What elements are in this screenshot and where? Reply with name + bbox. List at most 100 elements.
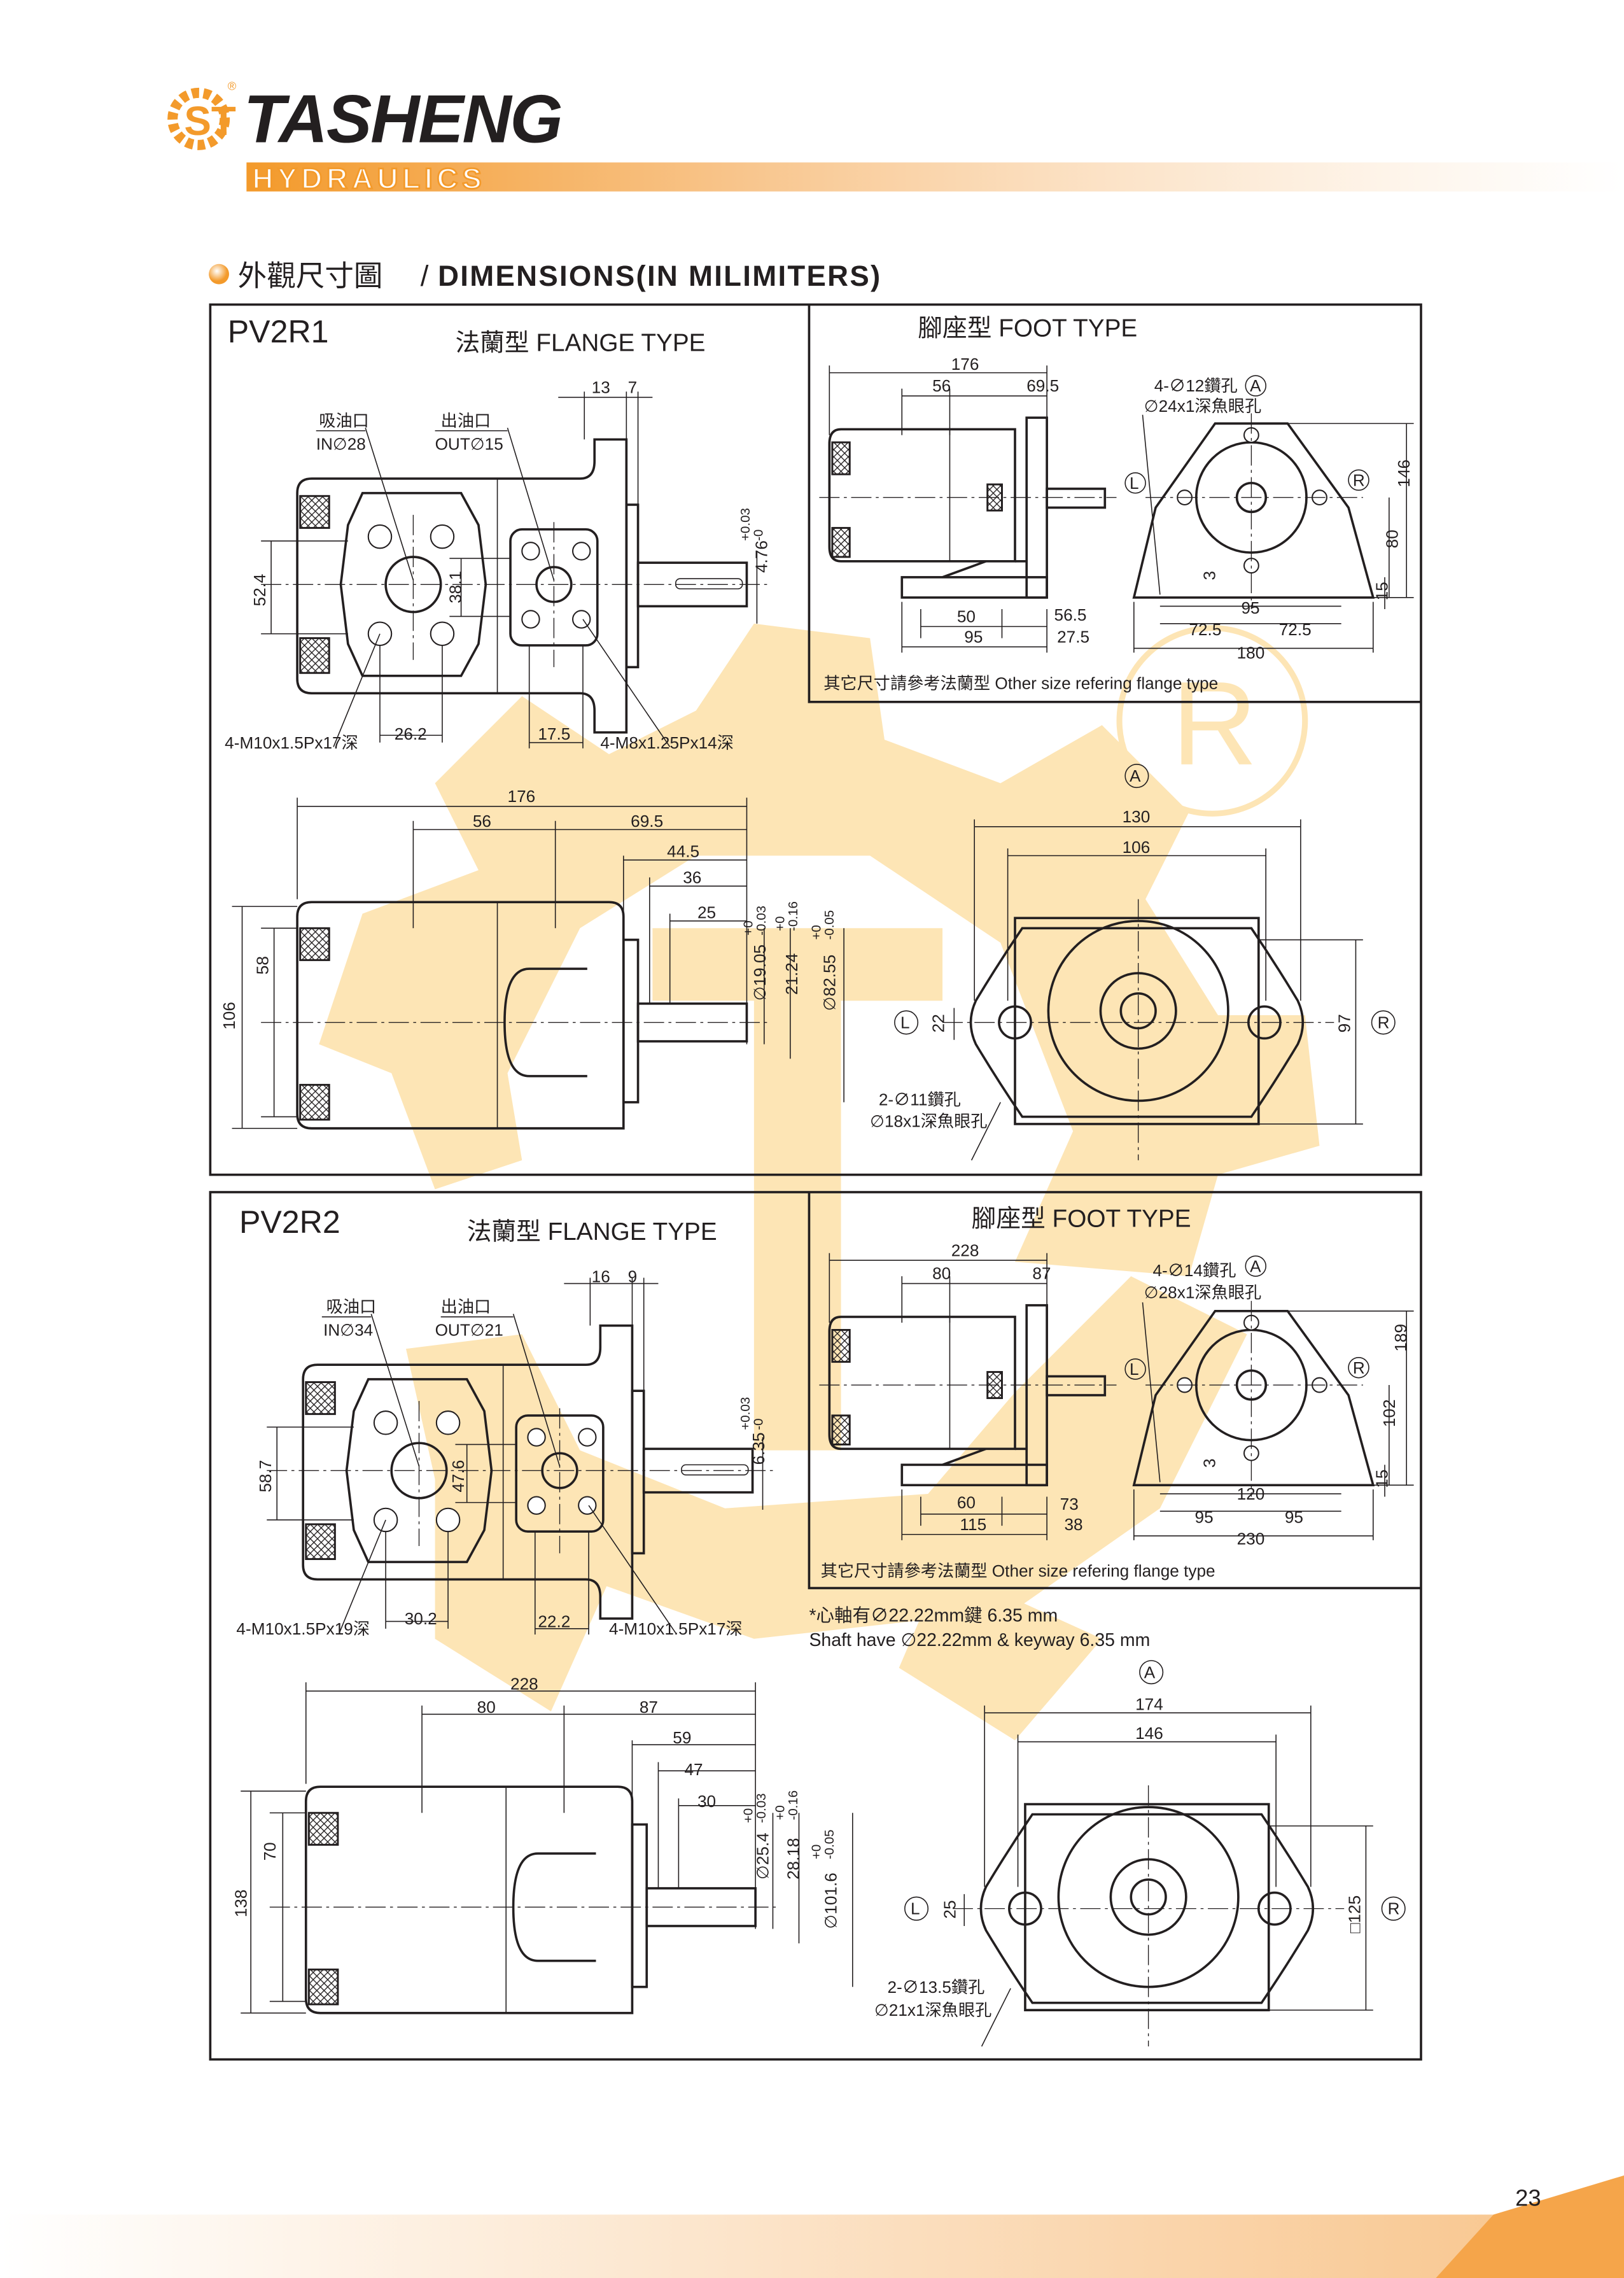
dim-label: 120	[1237, 1484, 1265, 1503]
watermark-logo: R	[319, 623, 1320, 1741]
dim-label: 47	[684, 1760, 703, 1779]
tolerance-upper: +0	[809, 1845, 824, 1859]
dim-label: 56	[473, 812, 491, 831]
flange-side-labels: 228 80 87 59 47 30 70 138 ∅25.4 28.18 ∅1…	[231, 1675, 840, 1929]
dim-label: 80	[477, 1698, 496, 1717]
dim-label: 27.5	[1057, 627, 1089, 646]
dim-label: 95	[964, 627, 983, 646]
footer-accent	[1436, 2175, 1624, 2278]
tolerance-upper: +0	[741, 1808, 756, 1823]
port-a-marker: A	[1130, 766, 1141, 785]
dim-label: 25	[941, 1900, 960, 1918]
section-title-sep: /	[421, 260, 429, 292]
dim-label: 87	[640, 1698, 658, 1717]
dim-label: 36	[683, 868, 701, 887]
foot-type-title: 腳座型 FOOT TYPE	[918, 315, 1137, 342]
spotface-label: ∅21x1深魚眼孔	[874, 2000, 991, 2020]
port-l-marker: L	[911, 1899, 920, 1918]
mount-hole-label: 2-∅11鑽孔	[879, 1090, 961, 1109]
spotface-label: ∅18x1深魚眼孔	[870, 1111, 987, 1130]
dim-label: 180	[1237, 643, 1265, 662]
foot-note: 其它尺寸請參考法蘭型 Other size refering flange ty…	[821, 1561, 1215, 1580]
shaft-note-zh: *心軸有∅22.22mm鍵 6.35 mm	[809, 1605, 1058, 1626]
tolerance-lower: -0.05	[822, 910, 837, 940]
flange-type-title: 法蘭型 FLANGE TYPE	[455, 329, 705, 356]
dim-label: 22.2	[538, 1612, 570, 1631]
tolerance-upper: +0	[809, 925, 824, 939]
foot-labels: 228 80 87 60 73 115 38 189 102 15 3 120 …	[821, 1241, 1411, 1580]
outlet-label-zh: 出油口	[441, 411, 491, 430]
port-r-marker: R	[1388, 1899, 1400, 1918]
tolerance-lower: -0.03	[754, 906, 769, 936]
dim-label: 15	[1373, 1470, 1392, 1488]
dim-label: 138	[231, 1890, 250, 1918]
dim-label: 146	[1394, 460, 1413, 488]
port-r-marker: R	[1378, 1013, 1390, 1032]
shaft-note-en: Shaft have ∅22.22mm & keyway 6.35 mm	[809, 1630, 1150, 1650]
tolerance-upper: +0	[741, 920, 756, 935]
dim-label: 6.35	[749, 1432, 768, 1465]
dim-label: 102	[1380, 1399, 1399, 1427]
outlet-label-zh: 出油口	[441, 1297, 491, 1316]
dim-label: 3	[1200, 1458, 1219, 1468]
dim-label: 106	[1123, 838, 1151, 857]
dim-label: 28.18	[783, 1838, 802, 1880]
flange-front-view	[951, 1704, 1375, 2048]
dim-label: ∅82.55	[820, 955, 839, 1011]
dim-label: 115	[960, 1515, 986, 1534]
dim-label: 97	[1334, 1014, 1354, 1032]
inlet-thread-label: 4-M10x1.5Px17深	[225, 733, 358, 752]
brand-name: TASHENG	[244, 80, 562, 157]
dim-label: 60	[957, 1493, 976, 1512]
port-a-marker: A	[1250, 1256, 1261, 1276]
dim-label: 72.5	[1279, 620, 1312, 639]
tolerance-lower: -0	[752, 530, 766, 541]
dim-label: 13	[592, 378, 610, 397]
model-name: PV2R1	[228, 314, 329, 349]
footer-band	[0, 2214, 1624, 2278]
dim-label: 21.24	[782, 953, 801, 995]
dim-label: 106	[220, 1002, 239, 1030]
dim-label: 47.6	[449, 1460, 468, 1493]
dim-label: 56	[932, 376, 951, 395]
dim-label: 15	[1373, 582, 1392, 600]
dim-label: 95	[1241, 598, 1259, 617]
tolerance-upper: +0	[773, 1805, 788, 1820]
dim-label: 16	[592, 1267, 610, 1286]
dim-label: 30	[697, 1792, 716, 1811]
tolerance-upper: +0	[773, 916, 788, 931]
mount-hole-label: 2-∅13.5鑽孔	[887, 1978, 984, 1997]
dim-label: 56.5	[1054, 605, 1087, 624]
watermark-mark: R	[1172, 657, 1257, 790]
dim-label: 9	[628, 1267, 638, 1286]
brand-logo: ST ® TASHENG	[167, 80, 563, 157]
port-r-marker: R	[1353, 470, 1365, 489]
foot-hole-label: 4-∅14鑽孔	[1152, 1261, 1236, 1280]
dim-label: 52.4	[250, 573, 269, 606]
dim-label: 189	[1391, 1324, 1410, 1352]
dim-label: 70	[260, 1842, 279, 1860]
dim-label: 22	[928, 1014, 948, 1032]
foot-note: 其它尺寸請參考法蘭型 Other size refering flange ty…	[823, 673, 1218, 693]
dim-label: 69.5	[631, 812, 663, 831]
dim-label: 17.5	[538, 724, 570, 743]
tolerance-lower: -0.16	[786, 1790, 801, 1820]
port-a-marker: A	[1144, 1663, 1156, 1682]
flange-type-title: 法蘭型 FLANGE TYPE	[467, 1218, 717, 1246]
dim-label: 228	[510, 1675, 538, 1694]
dim-label: 7	[628, 378, 638, 397]
port-r-marker: R	[1353, 1358, 1365, 1377]
port-l-marker: L	[1130, 1360, 1139, 1379]
dim-label: □125	[1345, 1895, 1364, 1934]
logo-letters: ST	[184, 98, 236, 144]
dim-label: 72.5	[1189, 620, 1221, 639]
dim-label: 58.7	[256, 1460, 275, 1493]
dim-label: 69.5	[1026, 376, 1059, 395]
dim-label: 228	[951, 1241, 979, 1260]
dim-label: 146	[1135, 1724, 1163, 1743]
dim-label: 50	[957, 607, 976, 626]
dim-label: 73	[1060, 1494, 1079, 1514]
inlet-label: IN∅34	[323, 1321, 373, 1340]
dim-label: 25	[697, 903, 716, 922]
